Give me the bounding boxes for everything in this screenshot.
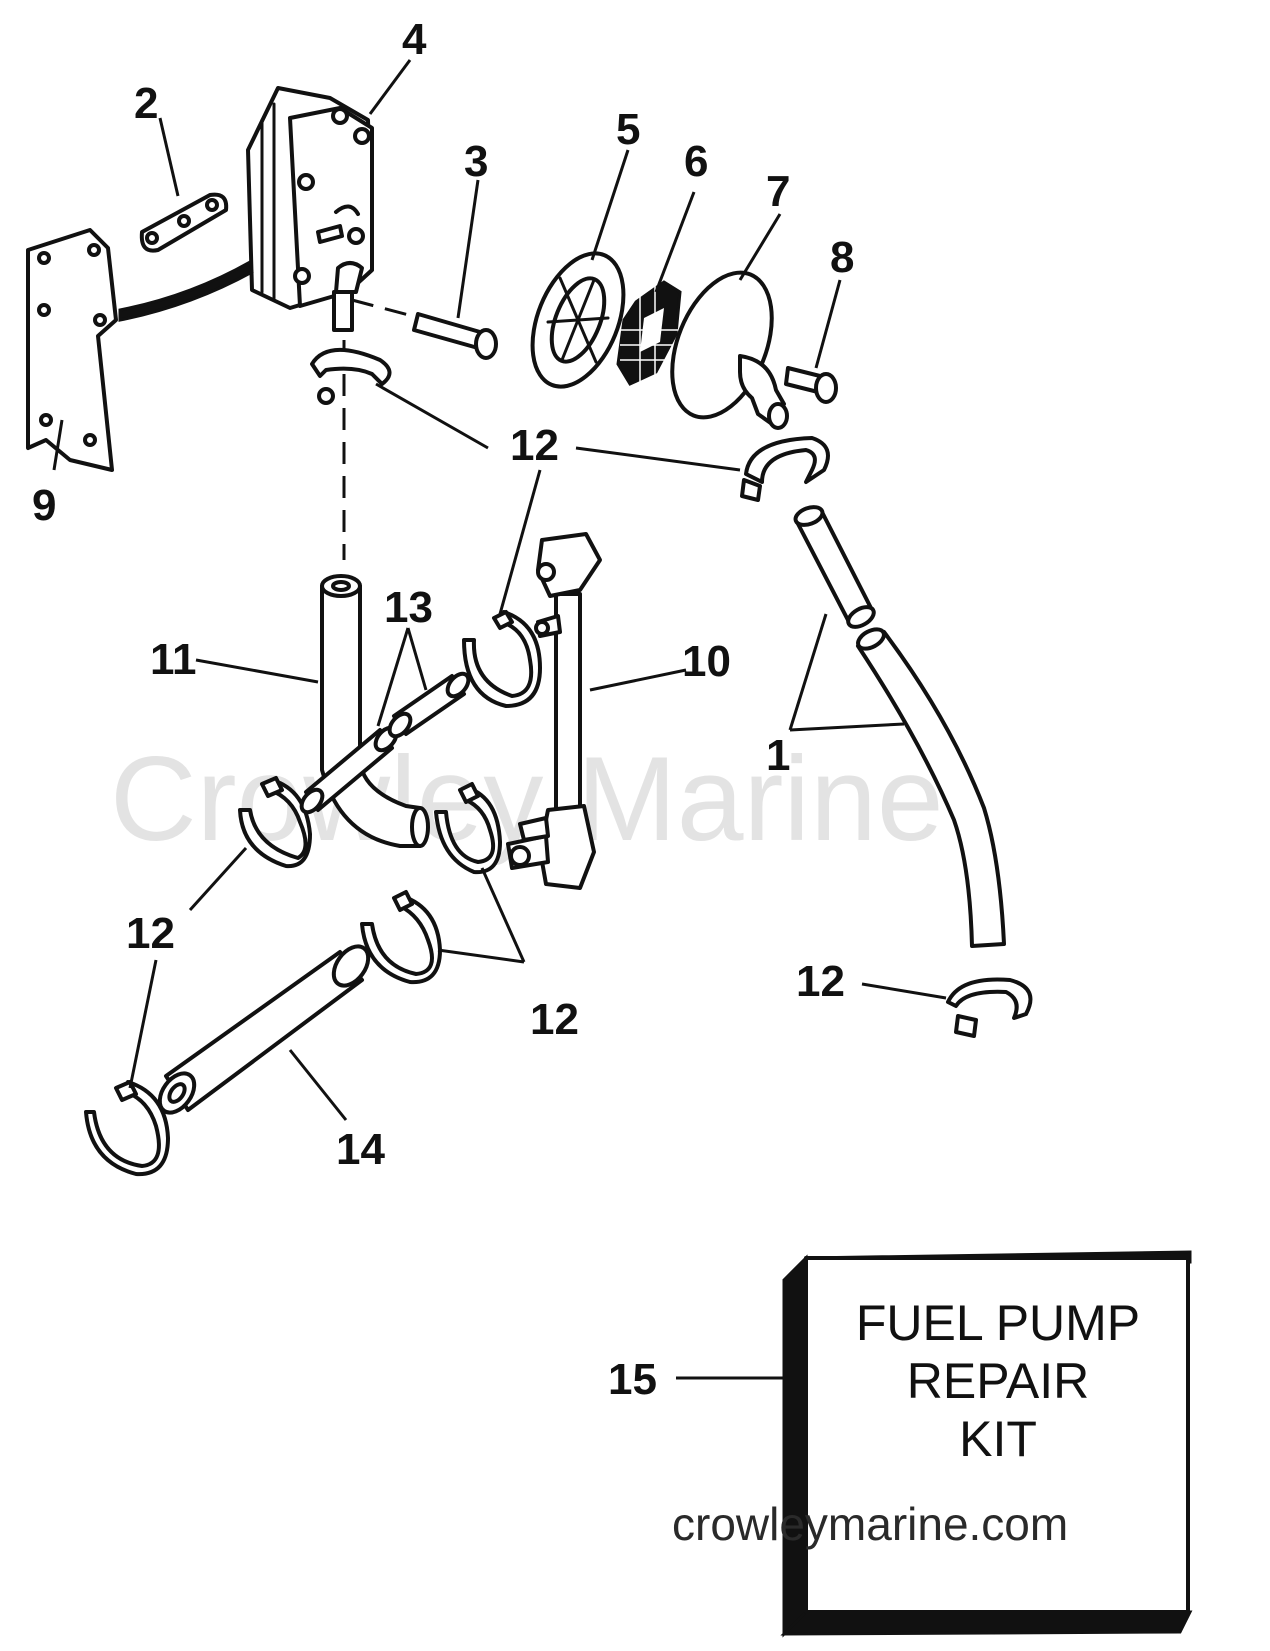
part-12-clamp-center xyxy=(434,782,502,875)
part-5-filter-screen xyxy=(530,251,626,389)
part-15-repair-kit-box xyxy=(780,1250,1193,1638)
part-10-fuel-tube xyxy=(506,532,602,890)
callout-10: 10 xyxy=(682,637,731,686)
part-1-hose-upper xyxy=(793,505,876,629)
callout-8: 8 xyxy=(830,233,854,282)
kit-label-line3: KIT xyxy=(959,1411,1037,1467)
callout-5: 5 xyxy=(616,105,640,154)
callout-9: 9 xyxy=(32,481,56,530)
part-3-screw xyxy=(412,312,498,360)
callout-7: 7 xyxy=(766,167,790,216)
kit-label-line2: REPAIR xyxy=(907,1353,1089,1409)
part-12-clamp-left xyxy=(238,776,312,869)
callout-12-right: 12 xyxy=(796,957,845,1006)
website-text: crowleymarine.com xyxy=(672,1498,1068,1550)
callout-4: 4 xyxy=(402,15,427,64)
callout-6: 6 xyxy=(684,137,708,186)
part-4-pump-body xyxy=(118,86,374,332)
part-9-gasket xyxy=(26,228,118,472)
callout-3: 3 xyxy=(464,137,488,186)
part-12-clamp-right-top xyxy=(740,436,830,502)
kit-label-line1: FUEL PUMP xyxy=(856,1295,1140,1351)
part-12-clamp-mid xyxy=(462,610,542,708)
part-6-mesh-gasket xyxy=(616,280,682,386)
callout-1: 1 xyxy=(766,731,790,780)
callout-14: 14 xyxy=(336,1125,385,1174)
part-8-screw xyxy=(784,366,838,404)
callout-13: 13 xyxy=(384,583,433,632)
callout-11: 11 xyxy=(150,635,197,684)
part-7-cover xyxy=(670,270,789,430)
callout-12-center: 12 xyxy=(530,995,579,1044)
part-12-clamp-top xyxy=(310,347,392,405)
part-14-long-hose xyxy=(157,944,371,1115)
part-2-plate xyxy=(139,192,229,253)
assembly-axis-bolt xyxy=(351,298,421,320)
part-12-clamp-lower-left xyxy=(84,1080,170,1177)
callout-12-left: 12 xyxy=(126,909,175,958)
callout-numbers: 2 4 3 5 6 7 8 9 12 11 13 10 1 12 12 12 1… xyxy=(32,15,854,1404)
callout-12-top: 12 xyxy=(510,421,559,470)
part-12-clamp-lower-center xyxy=(360,890,442,985)
part-13-short-hose-b xyxy=(387,671,471,739)
callout-2: 2 xyxy=(134,79,158,128)
leader-lines xyxy=(52,59,947,1380)
callout-15: 15 xyxy=(608,1355,657,1404)
part-12-clamp-lower-right xyxy=(946,977,1033,1038)
part-1-hose-lower xyxy=(856,627,1006,948)
